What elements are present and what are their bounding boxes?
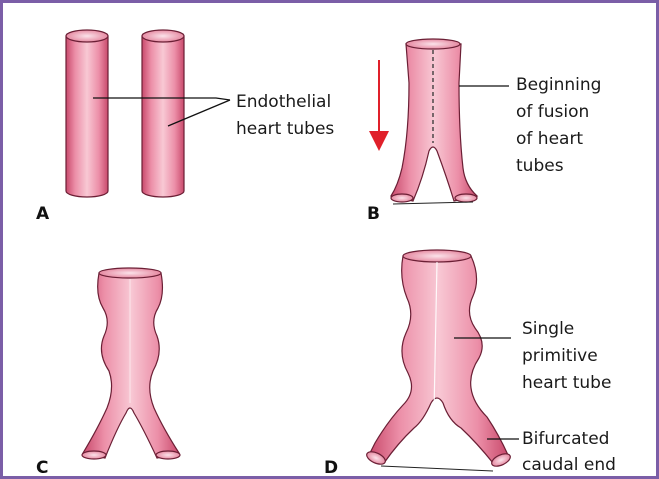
fusing-heart-tubes (391, 39, 477, 204)
panel-a-label-line2: heart tubes (236, 119, 334, 139)
right-endothelial-tube (142, 30, 184, 197)
panel-c-letter: C (36, 458, 48, 476)
panel-a-label-line1: Endothelial (236, 92, 331, 112)
panel-d-label2-line1: Bifurcated (522, 429, 609, 449)
panel-b-letter: B (367, 204, 380, 224)
panel-a: Endothelial heart tubes A (36, 30, 334, 224)
panel-b: Beginning of fusion of heart tubes B (367, 39, 601, 224)
primitive-heart-tube-d (365, 250, 512, 471)
panel-d-label2-line2: caudal end (522, 455, 616, 475)
panel-c: C (36, 268, 180, 476)
panel-d-letter: D (324, 458, 338, 476)
fused-heart-tube-c (82, 268, 180, 459)
panel-b-label-line1: Beginning (516, 75, 601, 95)
panel-b-label-line3: of heart (516, 129, 583, 149)
panel-b-label-line2: of fusion (516, 102, 589, 122)
panel-d-label1-line1: Single (522, 319, 574, 339)
panel-d-label1-line2: primitive (522, 346, 598, 366)
panel-b-label-line4: tubes (516, 156, 564, 176)
panel-a-letter: A (36, 204, 50, 224)
heart-tube-diagram: Endothelial heart tubes A Beginning of f… (3, 3, 656, 476)
panel-d-label1-line3: heart tube (522, 373, 611, 393)
panel-d: Single primitive heart tube Bifurcated c… (324, 250, 616, 476)
left-endothelial-tube (66, 30, 108, 197)
